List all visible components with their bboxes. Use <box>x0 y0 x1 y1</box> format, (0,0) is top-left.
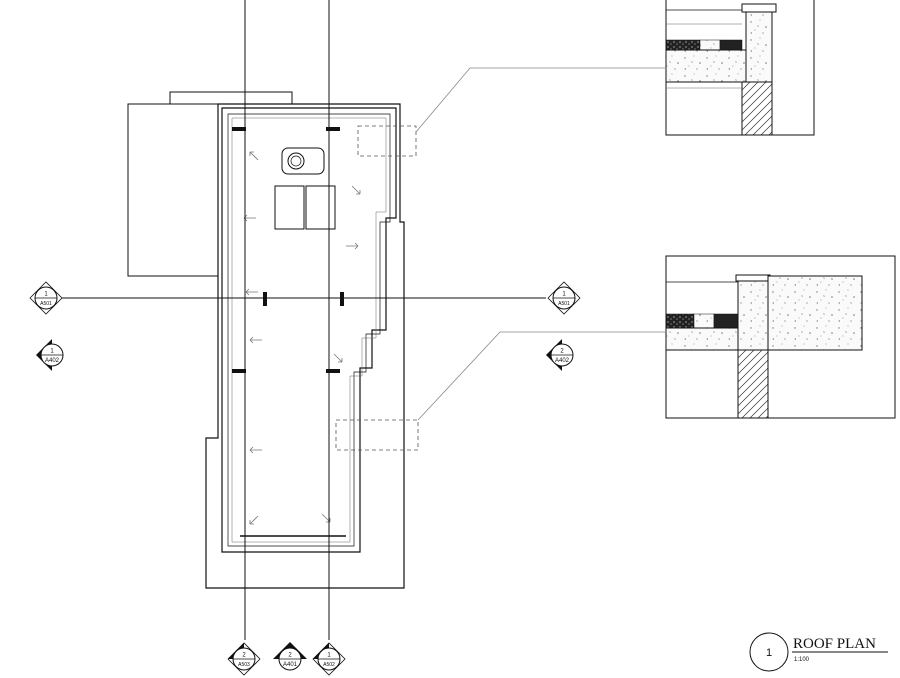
drawing-number-circle <box>749 632 789 672</box>
section-marker-bottom-right-sheet: A502 <box>323 662 335 668</box>
skylight-right <box>305 185 336 230</box>
detail-bottom-block <box>767 275 863 351</box>
drawing-scale: 1:100 <box>794 657 810 663</box>
grid-lines <box>60 0 546 640</box>
leader-top <box>415 67 666 133</box>
section-marker-right-sheet: A501 <box>558 301 570 307</box>
adjacent-building-top <box>169 91 293 104</box>
wall-segments <box>232 127 344 373</box>
drawing-title: 1 ROOF PLAN 1:100 <box>749 632 888 672</box>
elevation-marker-right[interactable]: 2 A402 <box>546 339 574 371</box>
roof-edge-inner <box>227 113 391 547</box>
adjacent-building-outline <box>127 103 219 277</box>
section-marker-bottom-left[interactable]: 2 A503 <box>227 642 261 676</box>
callout-box-top <box>357 125 417 157</box>
section-marker-right-number: 1 <box>562 292 566 298</box>
roof-hatch <box>281 147 325 175</box>
elevation-marker-left-number: 1 <box>50 349 54 355</box>
roof-parapet-line <box>231 117 387 543</box>
section-marker-bottom-left-number: 2 <box>242 653 246 659</box>
section-marker-left-number: 1 <box>44 292 48 298</box>
outer-parapet-outline <box>205 103 405 589</box>
elevation-marker-right-number: 2 <box>560 349 564 355</box>
roof-plan <box>127 91 419 589</box>
detail-bottom-parapet <box>737 279 769 351</box>
elevation-marker-bottom-center[interactable]: 2 A401 <box>273 642 307 671</box>
detail-top <box>665 0 815 136</box>
callout-box-bottom <box>335 419 419 451</box>
detail-top-wall <box>741 81 773 136</box>
section-marker-bottom-right[interactable]: 1 A502 <box>312 642 346 676</box>
detail-bottom-wall <box>737 349 769 419</box>
detail-bottom-gravel <box>665 313 695 329</box>
section-marker-left-sheet: A501 <box>40 301 52 307</box>
elevation-marker-right-sheet: A402 <box>555 358 570 364</box>
detail-top-gravel <box>665 39 701 51</box>
drawing-number: 1 <box>766 647 772 659</box>
elevation-marker-left[interactable]: 1 A402 <box>36 339 64 371</box>
elevation-marker-bottom-center-number: 2 <box>288 653 292 659</box>
drainage-arrows <box>243 151 361 525</box>
section-marker-bottom-left-sheet: A503 <box>238 662 250 668</box>
detail-top-parapet <box>745 9 773 83</box>
section-marker-left[interactable]: 1 A501 <box>29 281 63 315</box>
detail-bottom <box>665 255 896 419</box>
leader-bottom <box>417 331 666 421</box>
roof-hatch-circle <box>287 152 305 170</box>
section-marker-bottom-right-number: 1 <box>327 653 331 659</box>
section-marker-right[interactable]: 1 A501 <box>547 281 581 315</box>
elevation-marker-left-sheet: A402 <box>45 358 60 364</box>
roof-edge <box>221 107 397 553</box>
skylight-left <box>274 185 305 230</box>
elevation-marker-bottom-center-sheet: A401 <box>283 662 298 668</box>
drawing-title-text: ROOF PLAN <box>793 636 876 652</box>
